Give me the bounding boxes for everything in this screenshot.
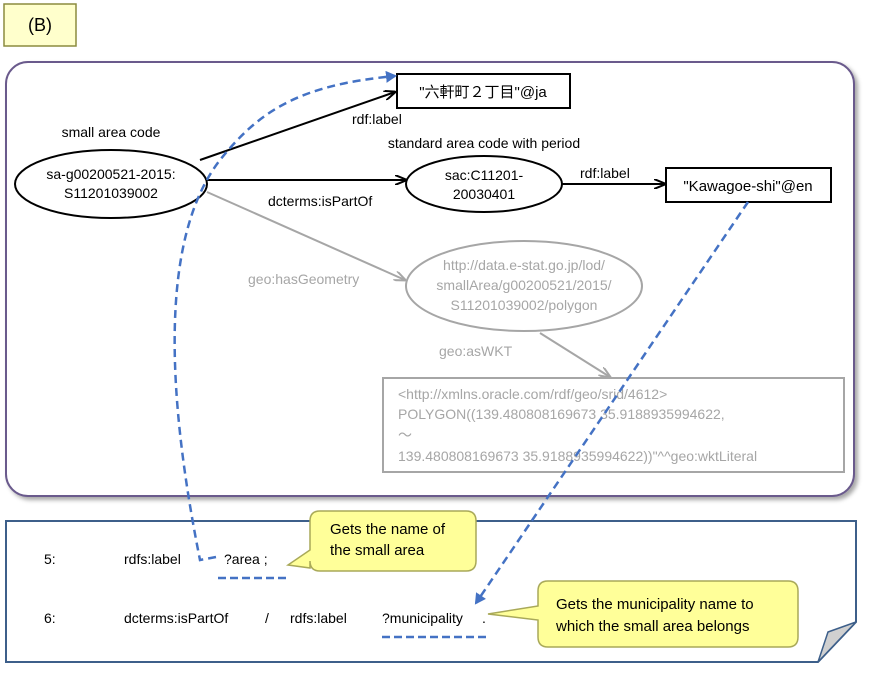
edge-is-part-of-text: dcterms:isPartOf xyxy=(268,193,372,209)
edge-as-wkt xyxy=(539,332,610,377)
query-line6-number: 6: xyxy=(44,610,56,626)
edge-rdf-label-1-text: rdf:label xyxy=(352,111,402,127)
svg-text:POLYGON((139.480808169673 35.9: POLYGON((139.480808169673 35.91889359946… xyxy=(398,406,725,422)
query-line6-slash: / xyxy=(265,610,269,626)
edge-rdf-label-2-text: rdf:label xyxy=(580,165,630,181)
query-line6-predicate: dcterms:isPartOf xyxy=(124,610,228,626)
edge-rdf-label-1 xyxy=(199,92,395,161)
query-line5-variable: ?area ; xyxy=(224,551,268,567)
svg-text:20030401: 20030401 xyxy=(453,186,516,202)
node-label-ja: "六軒町２丁目"@ja xyxy=(396,73,571,109)
query-line6-end: . xyxy=(482,610,486,626)
query-panel-fold xyxy=(817,621,857,663)
query-line5-number: 5: xyxy=(44,551,56,567)
edge-as-wkt-text: geo:asWKT xyxy=(439,343,513,359)
edge-has-geometry xyxy=(206,191,405,280)
mapping-arrow-area xyxy=(173,70,397,562)
node-subject: sa-g00200521-2015: S11201039002 xyxy=(14,149,208,219)
query-line6-label: rdfs:label xyxy=(290,610,347,626)
edge-has-geometry-text: geo:hasGeometry xyxy=(248,271,359,287)
svg-text:139.480808169673 35.9188935994: 139.480808169673 35.9188935994622))"^^ge… xyxy=(398,448,757,464)
query-line6-variable: ?municipality xyxy=(382,610,463,626)
svg-text:"Kawagoe-shi"@en: "Kawagoe-shi"@en xyxy=(683,178,812,195)
node-sac: sac:C11201- 20030401 xyxy=(405,155,563,213)
svg-text:http://data.e-stat.go.jp/lod/: http://data.e-stat.go.jp/lod/ xyxy=(443,257,605,273)
svg-text:S11201039002/polygon: S11201039002/polygon xyxy=(451,297,598,313)
svg-text:smallArea/g00200521/2015/: smallArea/g00200521/2015/ xyxy=(436,277,611,293)
svg-text:sa-g00200521-2015:: sa-g00200521-2015: xyxy=(46,166,175,182)
caption-small-area: small area code xyxy=(62,124,161,140)
svg-text:"六軒町２丁目"@ja: "六軒町２丁目"@ja xyxy=(419,84,547,101)
query-line5-predicate: rdfs:label xyxy=(124,551,181,567)
svg-text:Gets the municipality name to: Gets the municipality name to xyxy=(556,596,754,613)
svg-text:sac:C11201-: sac:C11201- xyxy=(445,167,524,183)
svg-text:which the small area belongs: which the small area belongs xyxy=(555,618,749,635)
svg-text:Gets the name of: Gets the name of xyxy=(330,521,446,538)
svg-text:S11201039002: S11201039002 xyxy=(64,185,158,201)
callout-municipality: Gets the municipality name to which the … xyxy=(487,580,799,648)
svg-text:<http://xmlns.oracle.com/rdf/g: <http://xmlns.oracle.com/rdf/geo/srid/46… xyxy=(398,386,667,402)
panel-label: (B) xyxy=(3,3,77,47)
caption-standard-area: standard area code with period xyxy=(388,135,580,151)
svg-text:(B): (B) xyxy=(28,15,52,35)
node-label-en: "Kawagoe-shi"@en xyxy=(665,167,832,203)
svg-text:the small area: the small area xyxy=(330,542,425,559)
mapping-arrow-municipality xyxy=(474,201,750,605)
node-wkt: <http://xmlns.oracle.com/rdf/geo/srid/46… xyxy=(382,377,845,473)
callout-area: Gets the name of the small area xyxy=(285,510,477,572)
node-polygon: http://data.e-stat.go.jp/lod/ smallArea/… xyxy=(405,240,643,332)
svg-text:〜: 〜 xyxy=(398,427,412,443)
